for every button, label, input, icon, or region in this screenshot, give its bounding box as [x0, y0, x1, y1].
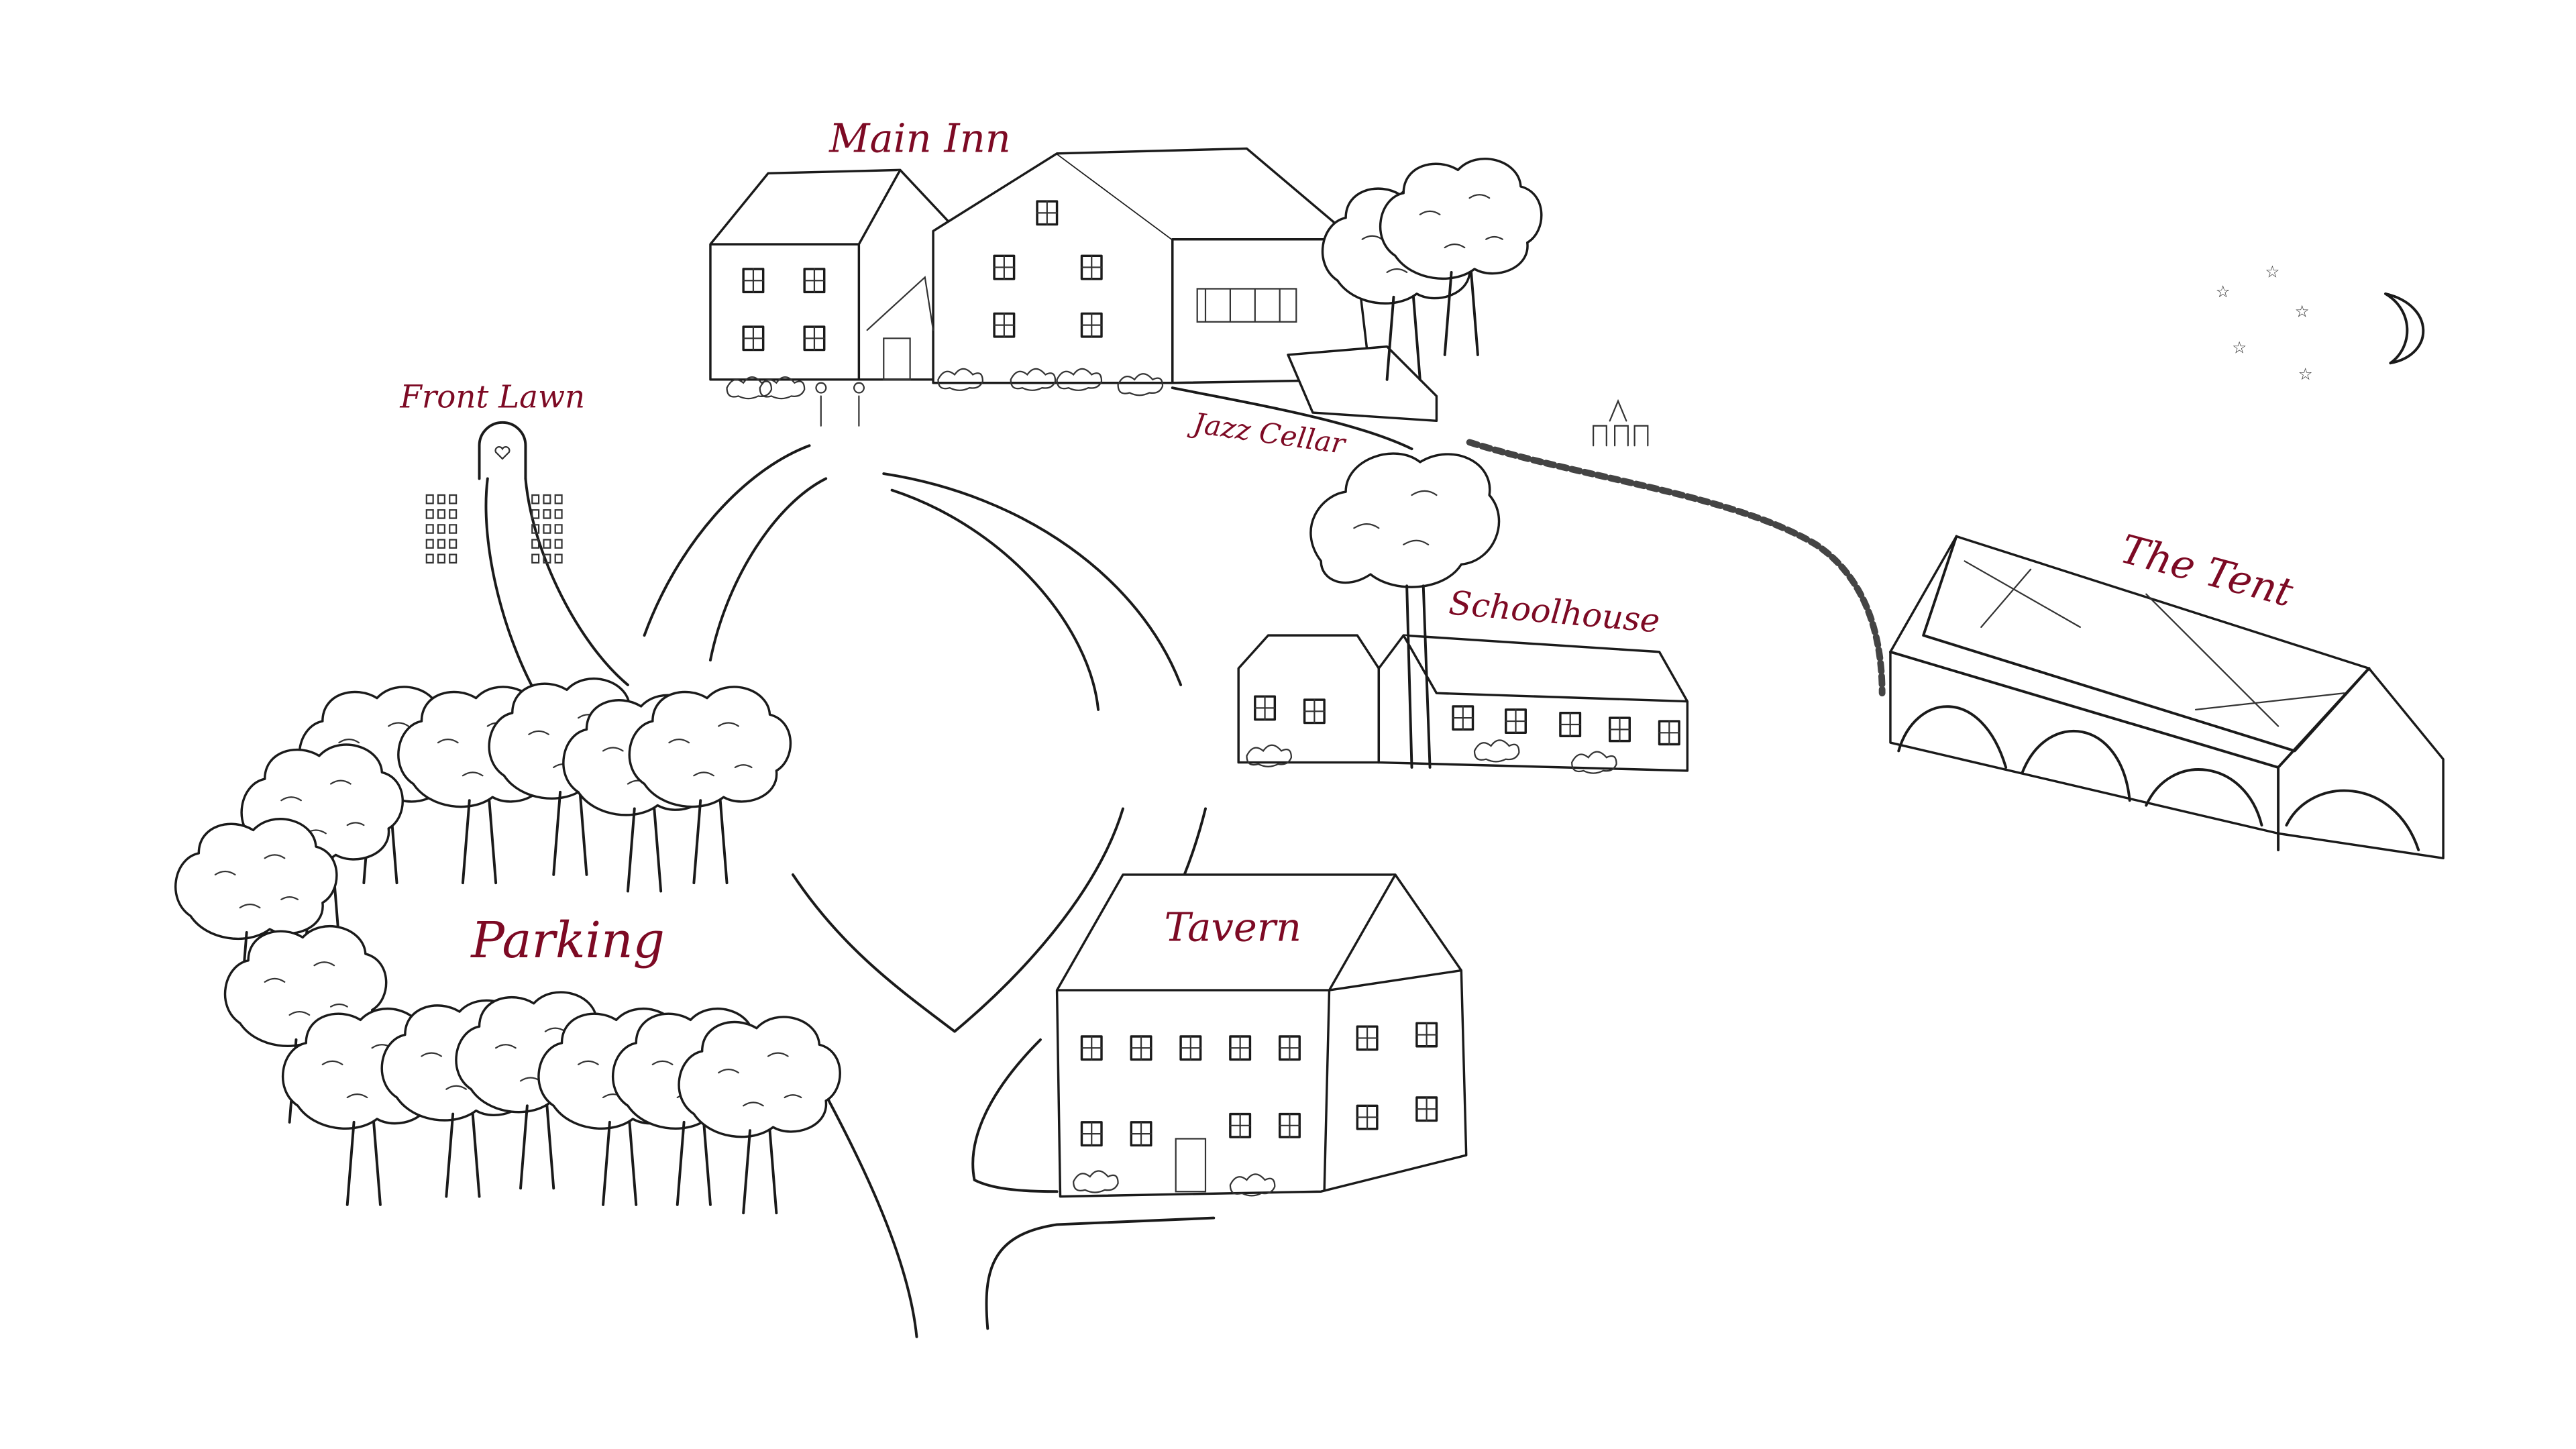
stone-path — [1466, 439, 1886, 697]
svg-text:☆: ☆ — [2216, 282, 2231, 301]
label-parking: Parking — [470, 912, 665, 969]
roads — [484, 386, 1413, 1338]
label-front-lawn: Front Lawn — [399, 380, 585, 416]
tree-icon — [1379, 157, 1543, 356]
stars-icon: ☆ ☆ ☆ ☆ ☆ — [2216, 262, 2313, 384]
label-schoolhouse: Schoolhouse — [1448, 583, 1662, 640]
moon-icon — [2384, 292, 2425, 365]
svg-text:☆: ☆ — [2298, 364, 2313, 384]
label-tavern: Tavern — [1164, 904, 1301, 950]
main-inn-building — [709, 147, 1438, 427]
the-tent-structure — [1888, 535, 2445, 859]
tavern-building — [1055, 873, 1468, 1198]
svg-text:☆: ☆ — [2265, 262, 2279, 281]
schoolhouse-building — [1237, 634, 1689, 774]
svg-text:☆: ☆ — [2232, 337, 2247, 357]
front-lawn-ceremony — [425, 421, 563, 564]
tent-sign — [1593, 398, 1649, 447]
svg-text:☆: ☆ — [2295, 301, 2310, 321]
label-main-inn: Main Inn — [828, 115, 1011, 161]
tree-icon — [1309, 452, 1501, 769]
